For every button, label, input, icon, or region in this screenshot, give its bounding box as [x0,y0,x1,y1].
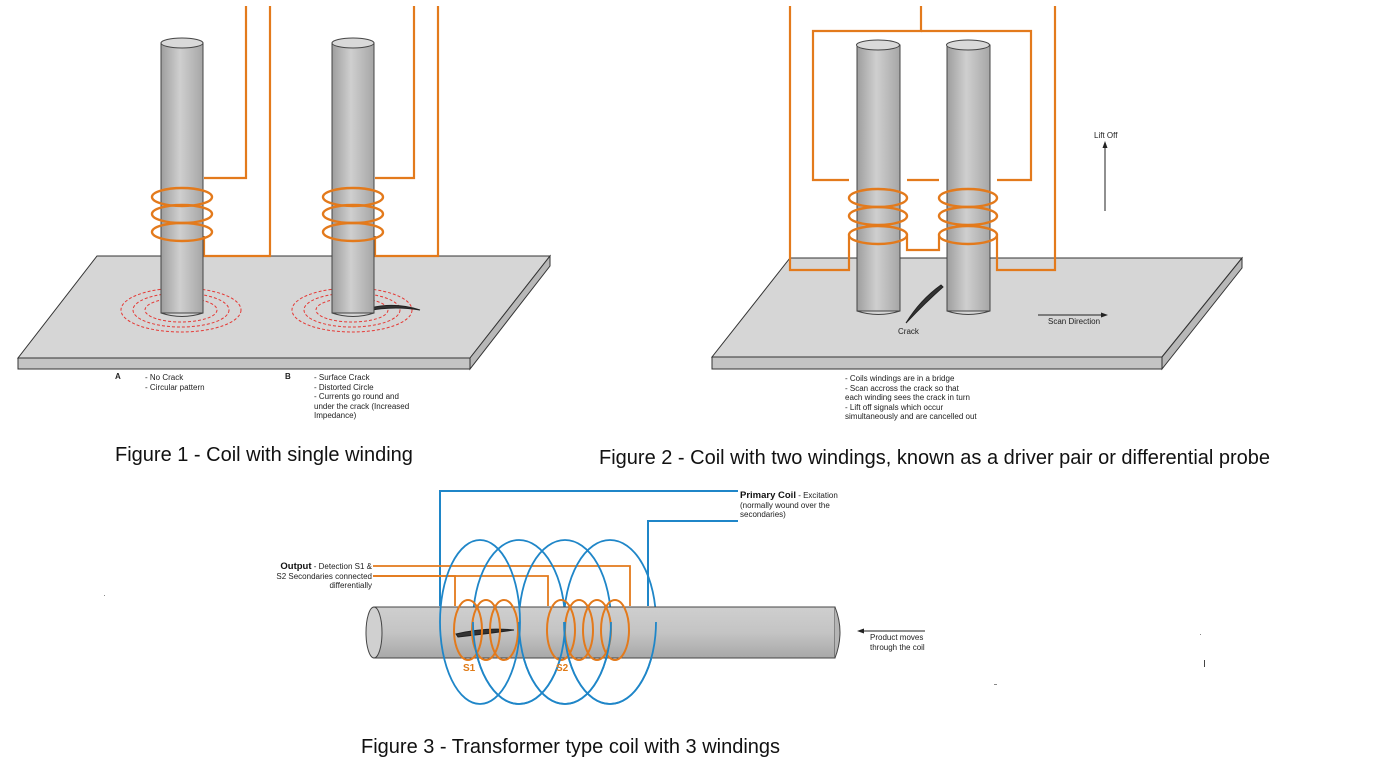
fig1-wires [202,6,440,258]
fig2-coil-left [847,187,909,246]
fig2-notes: - Coils windings are in a bridge - Scan … [845,374,977,422]
fig2-scan-direction-label: Scan Direction [1048,317,1101,326]
fig1-note-a-1: - No Crack [145,373,184,382]
fig1-label-b: B [285,372,291,381]
fig1-rod-a-top [160,37,204,49]
fig3-caption: Figure 3 - Transformer type coil with 3 … [361,736,781,758]
fig3-tube-end [365,606,383,659]
fig2-bridge-wires [788,6,1057,272]
fig1-coil-b [321,186,385,243]
fig1-note-b-4: under the crack (Increased [314,401,410,411]
fig3-primary-coil-note: Primary Coil - Excitation (normally woun… [740,491,838,520]
fig2-rod-right [946,44,991,312]
fig2-note-1: - Coils windings are in a bridge [845,374,955,383]
fig2-coil-right [937,187,999,246]
fig3-output-title: Output [280,561,312,572]
fig1-crack-icon [369,304,421,311]
fig3-secondary-s1 [453,599,519,661]
fig1-note-b-1: - Surface Crack [314,373,370,382]
fig3-output-line-1: S2 Secondaries connected [276,571,372,581]
fig1-note-b-2: - Distorted Circle [314,382,374,392]
fig2-plate-side [1161,256,1243,371]
fig3-s1-label: S1 [463,663,476,674]
fig1-note-b-5: Impedance) [314,411,357,420]
fig1-coil-a [150,186,214,243]
fig1-notes-a: - No Crack - Circular pattern [145,373,205,392]
fig2-note-3: each winding sees the crack in turn [845,393,970,402]
fig3-output-leads [373,565,631,606]
fig3-primary-title: Primary Coil [740,490,796,501]
fig3-output-line-2: differentially [329,581,372,590]
fig3-product-line-2: through the coil [870,642,925,652]
fig3-s2-label: S2 [556,663,569,674]
fig3-output-note: Output - Detection S1 & S2 Secondaries c… [260,562,372,591]
fig3-primary-line-2: secondaries) [740,510,786,519]
fig1-caption: Figure 1 - Coil with single winding [115,444,413,466]
fig3-primary-heading: Primary Coil - Excitation [740,491,838,501]
fig2-crack-label: Crack [898,327,919,336]
fig3-primary-line-1: (normally wound over the [740,500,830,510]
fig3-primary-coil-front [439,539,657,705]
fig2-note-5: simultaneously and are cancelled out [845,412,977,421]
fig1-notes-b: - Surface Crack - Distorted Circle - Cur… [314,373,409,421]
product-direction-arrow-icon [857,628,925,634]
fig2-caption: Figure 2 - Coil with two windings, known… [599,447,1271,469]
fig3-output-heading: Output - Detection S1 & [260,562,372,572]
fig1-rod-a [160,42,204,314]
fig3-product-note: Product moves through the coil [870,633,925,652]
figure-2 [710,6,1244,371]
fig2-plate-front [711,356,1163,370]
scan-direction-arrow-icon [1038,312,1108,318]
fig3-output-rest: - Detection S1 & [311,562,372,571]
fig2-rod-left [856,44,901,312]
fig1-rod-b [331,42,375,314]
fig1-plate-front [17,357,471,370]
fig1-note-a-2: - Circular pattern [145,382,205,392]
fig2-note-2: - Scan accross the crack so that [845,383,959,393]
lift-off-arrow-icon [1102,141,1108,211]
fig3-product-line-1: Product moves [870,633,924,642]
fig1-rod-b-top [331,37,375,49]
figure-3 [104,490,1205,705]
fig1-plate-top [16,255,552,359]
figure-1 [16,6,552,371]
fig1-label-a: A [115,372,121,381]
fig2-note-4: - Lift off signals which occur [845,402,944,412]
fig2-rod-left-top [856,39,900,51]
fig1-plate-side [469,254,551,371]
fig1-note-b-3: - Currents go round and [314,392,399,401]
fig2-rod-right-top [946,39,990,51]
fig3-primary-rest: - Excitation [795,491,838,500]
fig2-lift-off-label: Lift Off [1094,131,1118,140]
fig2-crack-icon [905,284,944,324]
